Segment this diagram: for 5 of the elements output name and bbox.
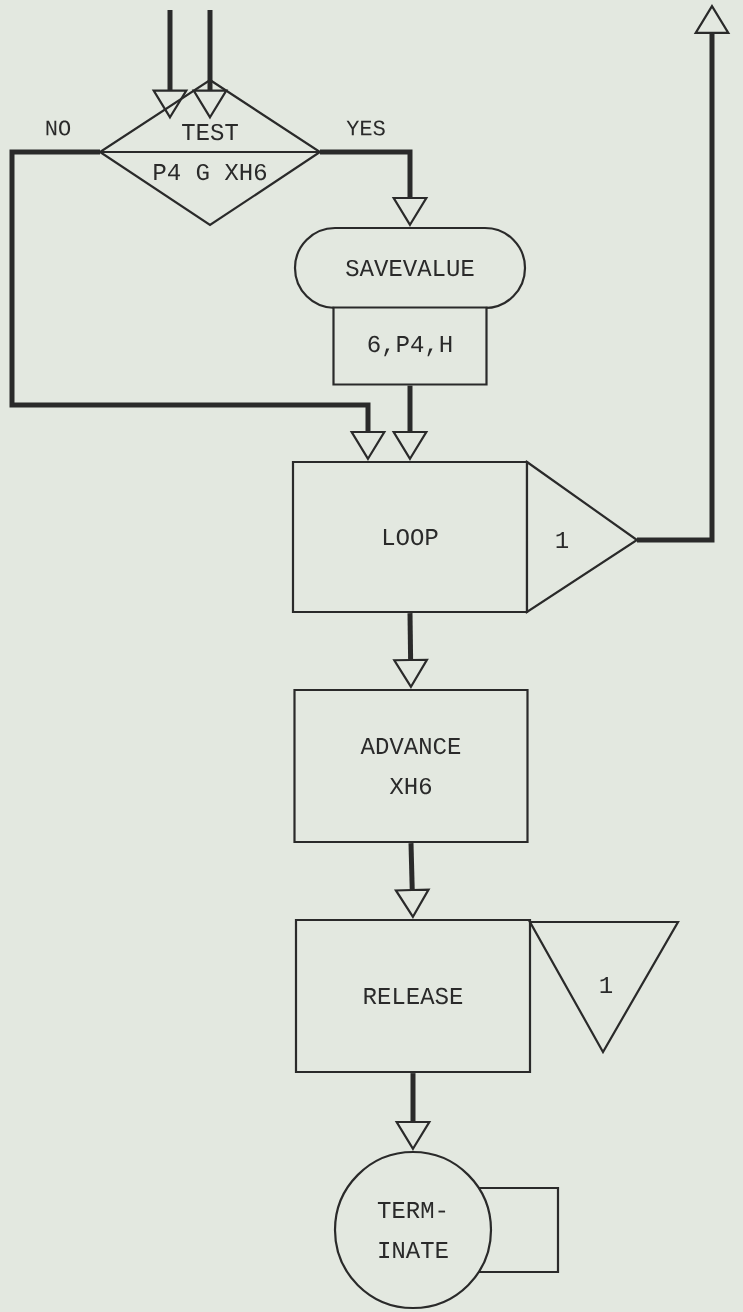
rounded-box: SAVEVALUE — [293, 226, 527, 310]
node-label: TERM- INATE — [377, 1202, 448, 1258]
process-box: ADVANCE XH6 — [293, 688, 529, 844]
process-box: RELEASE — [294, 918, 532, 1074]
process-box: 6,P4,H — [332, 306, 488, 386]
